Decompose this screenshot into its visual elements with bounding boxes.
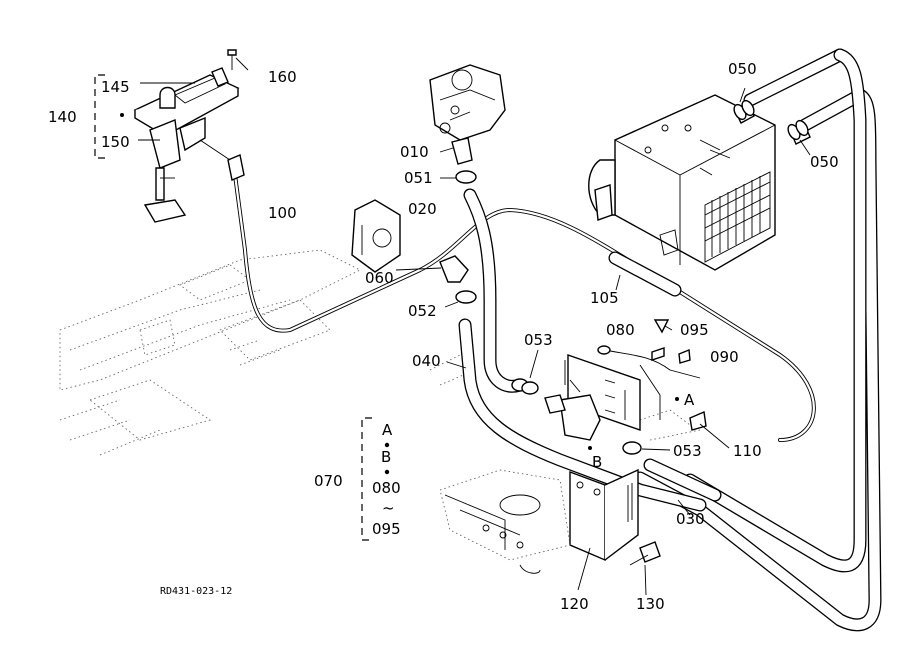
heater-unit	[588, 94, 811, 271]
label-020: 020	[408, 200, 437, 218]
label-080: 080	[606, 321, 635, 339]
label-160: 160	[268, 68, 297, 86]
leader-lines	[235, 57, 811, 596]
group-070-line-095: 095	[372, 520, 401, 538]
mounting-bracket	[439, 468, 661, 574]
label-050-top: 050	[728, 60, 757, 78]
label-052: 052	[408, 302, 437, 320]
drawing-reference: RD431-023-12	[160, 586, 232, 597]
group-070-line-A: A	[382, 421, 393, 439]
label-010: 010	[400, 143, 429, 161]
label-105: 105	[590, 289, 619, 307]
label-mark-A: A	[684, 391, 695, 409]
label-140: 140	[48, 108, 77, 126]
label-040: 040	[412, 352, 441, 370]
label-mark-B: B	[592, 453, 602, 471]
hose-040-030	[458, 188, 722, 512]
group-070-line-B: B	[381, 448, 391, 466]
group-070-list: A B 080 ~ 095	[372, 421, 401, 538]
label-070: 070	[314, 472, 343, 490]
group-bracket-070	[361, 417, 372, 541]
label-060: 060	[365, 269, 394, 287]
hose-right-loop	[633, 48, 882, 632]
label-145: 145	[101, 78, 130, 96]
label-050-right: 050	[810, 153, 839, 171]
chassis-outline	[59, 249, 701, 456]
label-090: 090	[710, 348, 739, 366]
group-bracket-140	[94, 74, 105, 159]
label-150: 150	[101, 133, 130, 151]
label-095: 095	[680, 321, 709, 339]
heater-valve-assembly	[511, 319, 707, 455]
control-cable-100	[233, 173, 816, 442]
label-051: 051	[404, 169, 433, 187]
label-053-bottom: 053	[673, 442, 702, 460]
group-070-tilde: ~	[382, 499, 395, 517]
hoses-050	[733, 48, 867, 141]
label-030: 030	[676, 510, 705, 528]
label-120: 120	[560, 595, 589, 613]
control-lever-assembly	[120, 49, 245, 223]
coolant-outlet-housing	[429, 64, 506, 184]
group-070-line-080: 080	[372, 479, 401, 497]
label-100: 100	[268, 204, 297, 222]
label-053-top: 053	[524, 331, 553, 349]
engine-block-port	[351, 199, 477, 304]
label-130: 130	[636, 595, 665, 613]
label-110: 110	[733, 442, 762, 460]
